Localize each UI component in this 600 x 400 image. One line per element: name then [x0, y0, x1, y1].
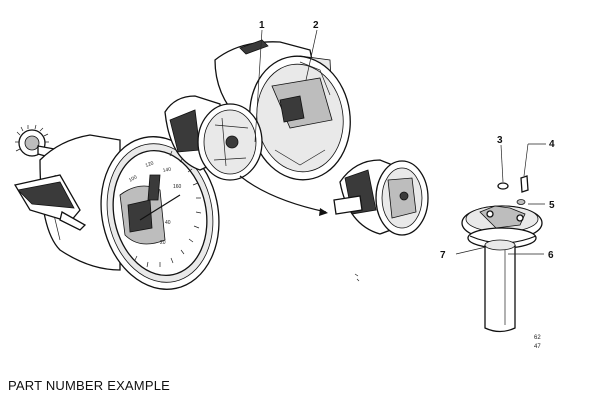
- dial-number: 40: [165, 220, 171, 226]
- dial-number: 120: [145, 160, 155, 169]
- dial-number: 160: [173, 184, 182, 190]
- dial-number: 20: [160, 240, 166, 246]
- dial-number: 100: [128, 174, 138, 183]
- figure-code-line1: 62: [534, 335, 541, 341]
- speedometer-assembly: 120 140 160 100 40 20: [13, 124, 220, 290]
- caption: PART NUMBER EXAMPLE: [8, 378, 171, 393]
- figure-code-line2: 47: [534, 344, 541, 350]
- fuel-gauge-assembly: [333, 159, 429, 236]
- callout-2: 2: [313, 20, 319, 31]
- callout-5: 5: [549, 200, 555, 211]
- callout-3: 3: [497, 135, 503, 146]
- fuel-sender-unit: [354, 175, 543, 333]
- dial-number: 140: [162, 167, 171, 174]
- tachometer-assembly: [164, 39, 351, 216]
- callout-7: 7: [440, 250, 446, 261]
- callout-6: 6: [548, 250, 554, 261]
- callout-4: 4: [549, 139, 555, 150]
- callout-1: 1: [259, 20, 265, 31]
- leader-lines: [254, 29, 546, 255]
